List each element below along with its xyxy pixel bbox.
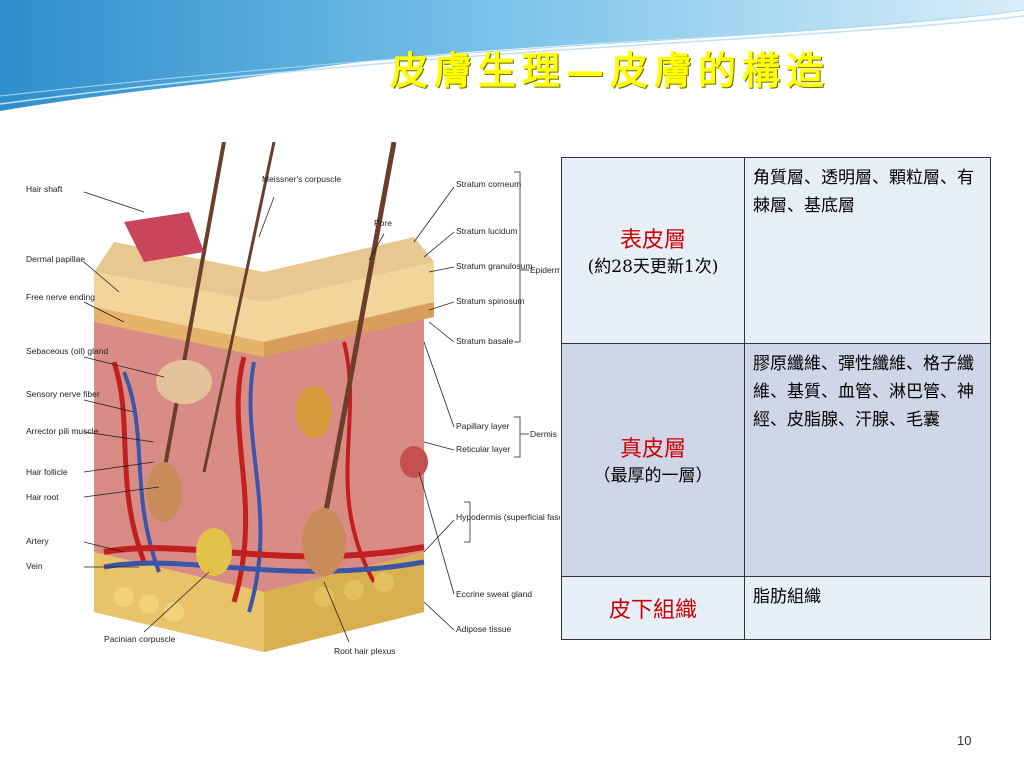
layer-name: 皮下組織 (608, 598, 697, 623)
layer-name-cell: 皮下組織 (561, 576, 745, 640)
table-row: 皮下組織 脂肪組織 (561, 576, 991, 640)
label-stratum-corneum: Stratum corneum (456, 179, 521, 189)
layer-name-cell: 表皮層 (約28天更新1次) (561, 157, 745, 344)
sebaceous-gland (156, 360, 212, 404)
label-stratum-spinosum: Stratum spinosum (456, 296, 525, 306)
layer-name: 表皮層 (619, 227, 686, 253)
label-hair-shaft: Hair shaft (26, 184, 63, 194)
label-stratum-lucidum: Stratum lucidum (456, 226, 517, 236)
label-sensory-nerve-fiber: Sensory nerve fiber (26, 389, 100, 399)
label-papillary-layer: Papillary layer (456, 421, 510, 431)
label-sebaceous-gland: Sebaceous (oil) gland (26, 346, 108, 356)
layer-note: （最厚的一層） (593, 466, 713, 486)
label-free-nerve-ending: Free nerve ending (26, 292, 95, 302)
table-row: 真皮層 （最厚的一層） 膠原纖維、彈性纖維、格子纖維、基質、血管、淋巴管、神經、… (561, 343, 991, 577)
skin-structure-diagram: Hair shaft Dermal papillae Free nerve en… (24, 142, 560, 682)
layer-name-cell: 真皮層 （最厚的一層） (561, 343, 745, 577)
label-hypodermis: Hypodermis (superficial fascia) (456, 512, 560, 522)
pacinian-corpuscle-shape (196, 528, 232, 576)
layer-note: (約28天更新1次) (587, 256, 719, 277)
layer-description: 脂肪組織 (744, 576, 991, 640)
label-reticular-layer: Reticular layer (456, 444, 510, 454)
table-row: 表皮層 (約28天更新1次) 角質層、透明層、顆粒層、有棘層、基底層 (561, 157, 991, 344)
label-adipose-tissue: Adipose tissue (456, 624, 512, 634)
label-pacinian-corpuscle: Pacinian corpuscle (104, 634, 176, 644)
label-stratum-basale: Stratum basale (456, 336, 513, 346)
label-pore: Pore (374, 218, 392, 228)
label-vein: Vein (26, 561, 43, 571)
label-meissner-corpuscle: Meissner's corpuscle (262, 174, 341, 184)
label-artery: Artery (26, 536, 49, 546)
label-dermis-bracket: Dermis (530, 429, 557, 439)
label-arrector-pili: Arrector pili muscle (26, 426, 99, 436)
page-number: 10 (957, 733, 972, 748)
label-hair-follicle: Hair follicle (26, 467, 68, 477)
slide-title: 皮膚生理—皮膚的構造 (390, 48, 831, 93)
label-hair-root: Hair root (26, 492, 59, 502)
layer-name: 真皮層 (619, 437, 686, 462)
label-epidermis-bracket: Epidermis (530, 265, 560, 275)
label-root-hair-plexus: Root hair plexus (334, 646, 395, 656)
label-dermal-papillae: Dermal papillae (26, 254, 85, 264)
header-wave-decoration (0, 0, 1024, 113)
skin-layers-table: 表皮層 (約28天更新1次) 角質層、透明層、顆粒層、有棘層、基底層 真皮層 （… (561, 157, 991, 640)
label-eccrine-sweat-gland: Eccrine sweat gland (456, 589, 532, 599)
label-stratum-granulosum: Stratum granulosum (456, 261, 533, 271)
layer-description: 角質層、透明層、顆粒層、有棘層、基底層 (744, 157, 991, 344)
layer-description: 膠原纖維、彈性纖維、格子纖維、基質、血管、淋巴管、神經、皮脂腺、汗腺、毛囊 (744, 343, 991, 577)
